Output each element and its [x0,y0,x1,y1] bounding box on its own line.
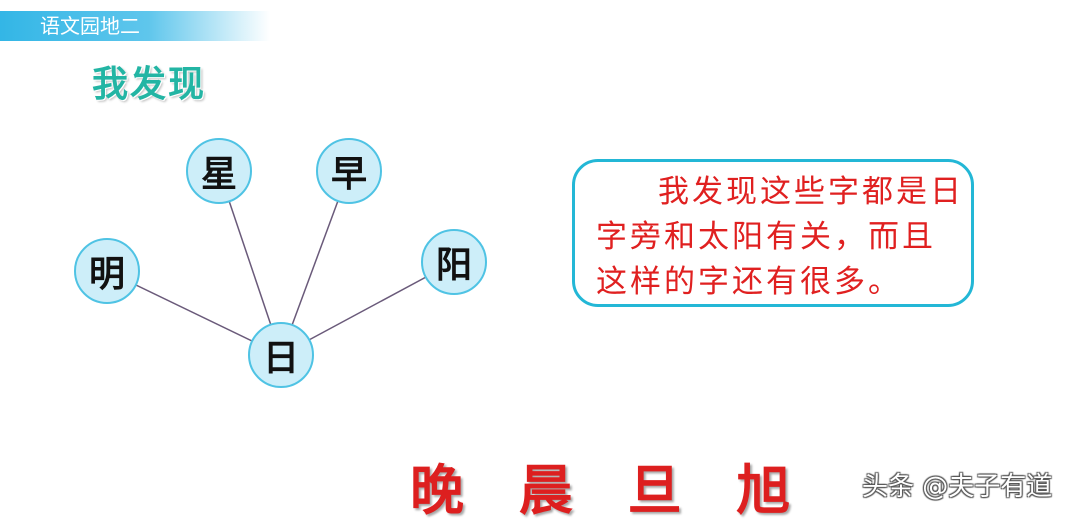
circle-center [248,322,314,388]
radial-diagram [74,138,487,388]
circle-xing [186,138,252,204]
node-zao-label: 早 [330,154,367,195]
header-bar [0,11,270,41]
section-title: 我发现 [92,63,207,105]
node-center-label: 日 [262,338,299,379]
callout-box [572,159,974,307]
circle-ming [74,238,140,304]
circle-yang [421,229,487,295]
watermark: 头条 @夫子有道 [862,472,1053,502]
node-circles [74,138,487,388]
circle-zao [316,138,382,204]
node-yang-label: 阳 [435,245,472,286]
callout-text: 我发现这些字都是日字旁和太阳有关，而且这样的字还有很多。 [596,174,964,300]
node-xing-label: 星 [200,154,237,195]
header-title: 语文园地二 [40,14,140,38]
example-characters: 晚 晨 旦 旭 [410,458,809,522]
node-ming-label: 明 [88,254,125,295]
